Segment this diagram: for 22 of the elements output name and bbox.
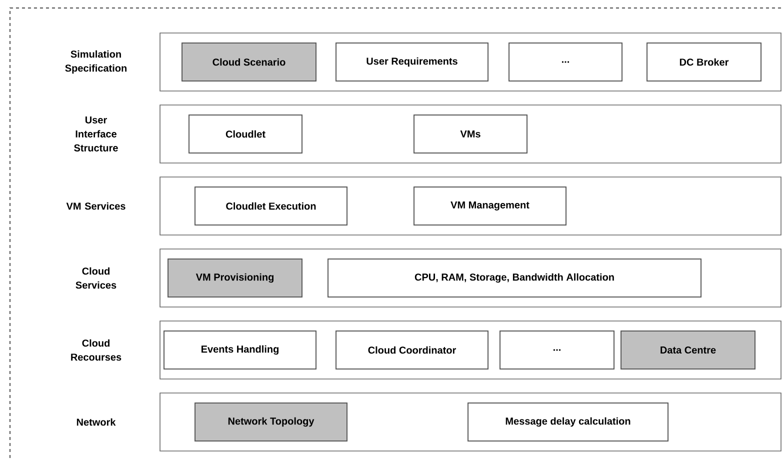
component-box: ... [508, 42, 622, 82]
component-box: Cloudlet [188, 114, 302, 154]
component-box: User Requirements [336, 42, 488, 82]
layer-heading: Cloud Recourses [71, 339, 122, 361]
layer-heading: VM Services [66, 202, 126, 210]
highlighted-box: VM Provisioning [168, 258, 302, 298]
layer-heading: Simulation Specification [65, 50, 126, 74]
highlighted-box: Network Topology [194, 402, 348, 442]
component-box: Message delay calculation [468, 402, 668, 442]
component-box: VMs [414, 114, 528, 154]
highlighted-box: Cloud Scenario [182, 42, 316, 82]
component-box: Events Handling [164, 330, 316, 370]
component-box: Cloudlet Execution [194, 186, 348, 226]
component-box: VM Management [414, 186, 566, 226]
layer-heading: Cloud Services [76, 267, 116, 289]
component-box: Cloud Coordinator [336, 330, 488, 370]
layer-heading: Network [76, 418, 116, 426]
component-box: DC Broker [646, 42, 762, 82]
highlighted-box: Data Centre [620, 330, 756, 370]
layer-heading: User Interface Structure [74, 116, 118, 152]
component-box: ... [500, 330, 614, 370]
component-box: CPU, RAM, Storage, Bandwidth Allocation [328, 258, 702, 298]
